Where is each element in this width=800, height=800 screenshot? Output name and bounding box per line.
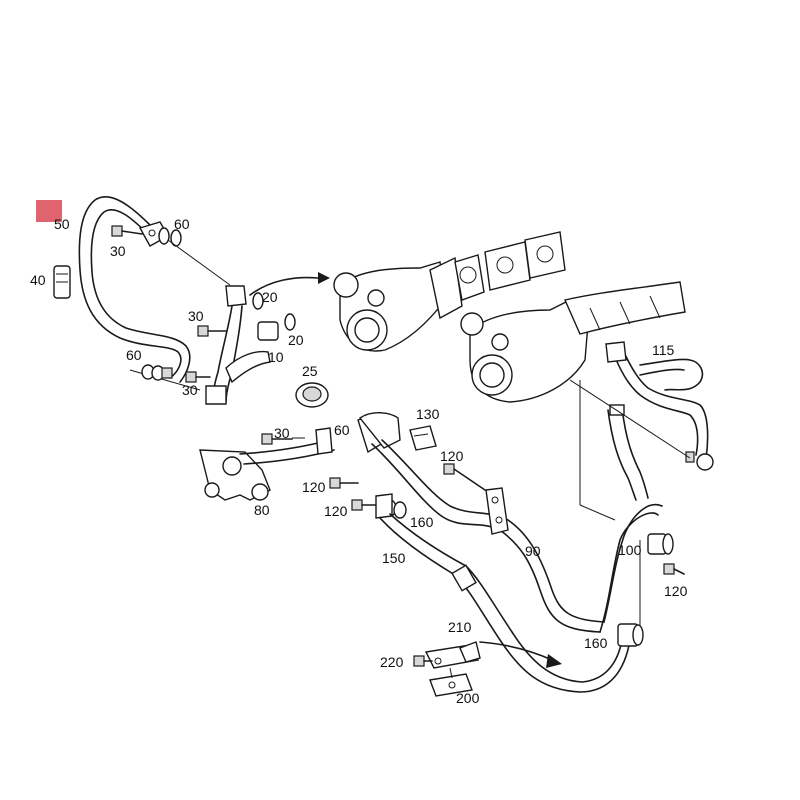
- turbocharger-right: [460, 281, 686, 403]
- pipe-150: [375, 493, 631, 693]
- label-90: 90: [525, 543, 541, 559]
- label-80: 80: [254, 502, 270, 518]
- block-40: [53, 265, 71, 299]
- label-115: 115: [652, 342, 675, 358]
- highlight-marker: [36, 200, 62, 222]
- bolt-30-mid: [197, 325, 227, 337]
- bolt-30-low: [185, 371, 211, 383]
- clip-130: [409, 425, 437, 451]
- label-160-a: 160: [410, 514, 434, 530]
- label-200: 200: [456, 690, 480, 706]
- bolt-120-c: [351, 499, 379, 511]
- fitting-100: [639, 533, 674, 640]
- bolt-30-top: [111, 225, 143, 237]
- connector-160-b: [617, 623, 644, 647]
- bracket-200: [429, 667, 473, 697]
- label-120-d: 120: [664, 583, 688, 599]
- label-130: 130: [416, 406, 440, 422]
- flange-60-c: [357, 412, 401, 454]
- label-50: 50: [54, 216, 70, 232]
- bolt-120-a: [443, 463, 486, 491]
- label-160-b: 160: [584, 635, 608, 651]
- label-30-d: 30: [274, 425, 290, 441]
- label-120-c: 120: [324, 503, 348, 519]
- label-100: 100: [618, 542, 642, 558]
- turbocharger-left: [333, 231, 566, 352]
- pipe-10: [205, 285, 296, 405]
- label-210: 210: [448, 619, 472, 635]
- pipe-90: [371, 439, 663, 633]
- pipe-115: [605, 341, 714, 471]
- label-10: 10: [268, 349, 284, 365]
- pipe-to-flange: [239, 427, 335, 465]
- label-30-low: 30: [182, 382, 198, 398]
- hose-right-turbo: [607, 404, 649, 501]
- label-120-a: 120: [440, 448, 464, 464]
- label-30-mid: 30: [188, 308, 204, 324]
- label-20-b: 20: [288, 332, 304, 348]
- callout-labels: 50 60 30 40 20 30 20 10 60 30 25 115 130…: [30, 216, 688, 706]
- bolt-120-b: [329, 477, 359, 489]
- filter-25: [295, 382, 329, 408]
- label-60-left: 60: [126, 347, 142, 363]
- housing-80: [199, 449, 271, 501]
- bracket-210: [424, 641, 481, 669]
- label-60-top: 60: [174, 216, 190, 232]
- bolt-30-d: [261, 433, 293, 445]
- bracket-90: [485, 487, 509, 535]
- label-20-a: 20: [262, 289, 278, 305]
- oring-60-left: [141, 364, 173, 381]
- label-40: 40: [30, 272, 46, 288]
- label-30-top: 30: [110, 243, 126, 259]
- label-150: 150: [382, 550, 406, 566]
- bolt-120-d: [663, 563, 685, 575]
- label-120-b: 120: [302, 479, 326, 495]
- bolt-220: [413, 655, 433, 667]
- hose-50: [78, 196, 191, 383]
- label-25: 25: [302, 363, 318, 379]
- label-220: 220: [380, 654, 404, 670]
- label-60-c: 60: [334, 422, 350, 438]
